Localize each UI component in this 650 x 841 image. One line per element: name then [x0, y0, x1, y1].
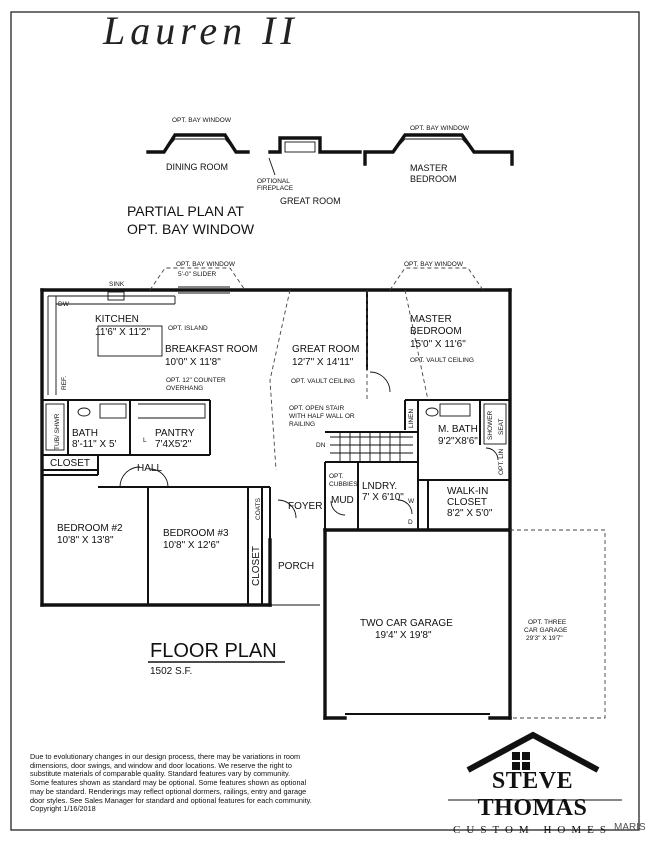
- porch-label: PORCH: [278, 561, 314, 572]
- breakfast-name-label: BREAKFAST ROOM: [165, 344, 258, 355]
- walk-in-dim-label: 8'2" X 5'0": [447, 508, 493, 519]
- page-border: [10, 11, 640, 831]
- square-feet: 1502 S.F.: [150, 666, 192, 677]
- ref-label: REF.: [61, 376, 68, 390]
- hall-label: HALL: [137, 463, 162, 474]
- disclaimer-line: Due to evolutionary changes in our desig…: [30, 752, 301, 761]
- slider-label: 5'-0" SLIDER: [178, 271, 217, 278]
- coats-label: COATS: [255, 497, 262, 520]
- dw-label: DW: [58, 301, 70, 308]
- garage-name-label: TWO CAR GARAGE: [360, 618, 453, 629]
- partial-plan: OPT. BAY WINDOW OPT. BAY WINDOW DINING R…: [127, 117, 514, 237]
- disclaimer-line: Copyright 1/16/2018: [30, 804, 96, 814]
- opt-bay-window-top-label: OPT. BAY WINDOW: [176, 261, 236, 268]
- optional-fireplace-line1-label: OPTIONAL: [257, 178, 290, 185]
- mud-label: MUD: [331, 495, 354, 506]
- master-vault-label: OPT. VAULT CEILING: [410, 357, 474, 364]
- company-logo: STEVE THOMAS CUSTOM HOMES: [440, 768, 625, 836]
- laundry-dim-label: 7' X 6'10": [362, 492, 404, 503]
- shower-label: SHOWER: [487, 410, 494, 440]
- pantry-dim-label: 7'4X5'2": [155, 439, 192, 450]
- seat-label: SEAT: [498, 418, 505, 435]
- m-bath-dim-label: 9'2"X8'6": [438, 436, 478, 447]
- foyer-label: FOYER: [288, 501, 322, 512]
- watermark: MARIS: [614, 822, 646, 833]
- l-label: L: [143, 437, 147, 444]
- room-labels: OPT. BAY WINDOW 5'-0" SLIDER OPT. BAY WI…: [50, 261, 568, 642]
- great-room-dim-label: 12'7" X 14'11": [292, 357, 354, 368]
- plan-title: Lauren II: [102, 8, 299, 53]
- w-label: W: [408, 498, 415, 505]
- floor-plan-label: FLOOR PLAN: [150, 640, 277, 662]
- bay-window-left-label: OPT. BAY WINDOW: [172, 117, 232, 124]
- bedroom3-dim-label: 10'8" X 12'6": [163, 540, 220, 551]
- logo-subtitle: CUSTOM HOMES: [453, 824, 612, 836]
- heading-line1-label: PARTIAL PLAN AT: [127, 203, 244, 219]
- disclaimer-line: substitute materials of comparable quali…: [30, 769, 291, 779]
- bay-window-right-label: OPT. BAY WINDOW: [410, 125, 470, 132]
- master-line2-label: BEDROOM: [410, 174, 457, 184]
- master-name-line1-label: MASTER: [410, 314, 452, 325]
- disclaimer-line: may be standard. Renderings may reflect …: [30, 786, 307, 796]
- walk-in-line1-label: WALK-IN: [447, 486, 488, 497]
- bedroom2-dim-label: 10'8" X 13'8": [57, 535, 114, 546]
- garage-dim-label: 19'4" X 19'8": [375, 630, 432, 641]
- opt-cubbies-line1-label: OPT.: [329, 473, 344, 480]
- m-bath-name-label: M. BATH: [438, 424, 478, 435]
- disclaimer: Due to evolutionary changes in our desig…: [30, 752, 420, 814]
- great-room-label: GREAT ROOM: [280, 196, 341, 206]
- bath-name-label: BATH: [72, 428, 98, 439]
- opt-stair-line1-label: OPT. OPEN STAIR: [289, 405, 344, 412]
- closet-hall-label: CLOSET: [50, 458, 90, 469]
- bath-dim-label: 8'-11" X 5': [72, 439, 117, 450]
- main-plan-walls: [40, 267, 606, 720]
- disclaimer-line: dimensions, door swings, and window and …: [30, 760, 292, 770]
- opt-stair-line3-label: RAILING: [289, 421, 315, 428]
- opt-bay-window-master-label: OPT. BAY WINDOW: [404, 261, 464, 268]
- house-logo-icon: [466, 731, 600, 773]
- opt-stair-line2-label: WITH HALF WALL OR: [289, 413, 355, 420]
- master-name-line2-label: BEDROOM: [410, 326, 462, 337]
- closet-b3-label: CLOSET: [251, 546, 262, 586]
- opt-three-line2-label: CAR GARAGE: [524, 627, 568, 634]
- opt-counter-line1-label: OPT. 12" COUNTER: [166, 377, 226, 384]
- master-dim-label: 15'0" X 11'6": [410, 339, 466, 350]
- master-line1-label: MASTER: [410, 163, 448, 173]
- opt-cubbies-line2-label: CUBBIES: [329, 481, 358, 488]
- disclaimer-line: Some features shown as standard may be o…: [30, 778, 307, 788]
- opt-vault-ceiling-label: OPT. VAULT CEILING: [291, 378, 355, 385]
- d-label: D: [408, 519, 413, 526]
- tub-shwr-label: TUB/ SHWR: [54, 413, 61, 450]
- disclaimer-line: door styles. See Sales Manager for stand…: [30, 795, 312, 805]
- walk-in-line2-label: CLOSET: [447, 497, 487, 508]
- sink-label: SINK: [109, 281, 125, 288]
- laundry-name-label: LNDRY.: [362, 481, 397, 492]
- dining-room-label: DINING ROOM: [166, 162, 228, 172]
- kitchen-dim-label: 11'6" X 11'2": [95, 327, 150, 338]
- opt-three-line1-label: OPT. THREE: [528, 619, 567, 626]
- linen-label: LINEN: [408, 409, 415, 428]
- pantry-name-label: PANTRY: [155, 428, 195, 439]
- optional-fireplace-line2-label: FIREPLACE: [257, 185, 294, 192]
- bedroom3-name-label: BEDROOM #3: [163, 528, 229, 539]
- dn-label: DN: [316, 442, 326, 449]
- opt-island-label: OPT. ISLAND: [168, 325, 208, 332]
- logo-name: STEVE THOMAS: [477, 768, 588, 821]
- opt-counter-line2-label: OVERHANG: [166, 385, 203, 392]
- heading-line2-label: OPT. BAY WINDOW: [127, 221, 255, 237]
- kitchen-name-label: KITCHEN: [95, 314, 139, 325]
- bedroom2-name-label: BEDROOM #2: [57, 523, 123, 534]
- breakfast-dim-label: 10'0" X 11'8": [165, 357, 221, 368]
- opt-three-dim-label: 29'3" X 19'7": [526, 635, 563, 642]
- great-room-name-label: GREAT ROOM: [292, 344, 359, 355]
- opt-lin-label: OPT. LIN: [498, 448, 505, 475]
